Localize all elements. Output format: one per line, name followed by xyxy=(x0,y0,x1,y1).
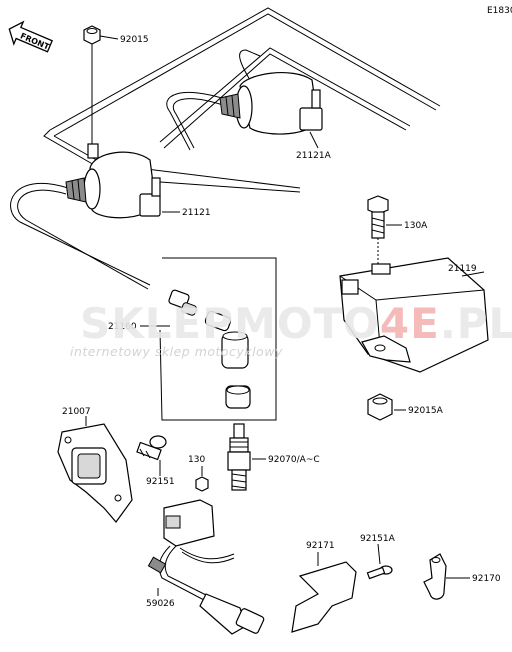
spark-plug-92070: 92070/A~C xyxy=(227,423,320,491)
label-92171: 92171 xyxy=(306,541,335,551)
ignition-coil-21121a: 21121A xyxy=(219,72,332,161)
pickup-59026: 59026 xyxy=(146,499,265,635)
label-130: 130 xyxy=(188,455,205,465)
kit-21160: 21160 xyxy=(108,257,277,421)
ignition-coil-21121: 21121 xyxy=(65,143,211,219)
label-92170: 92170 xyxy=(472,574,501,584)
label-21160: 21160 xyxy=(108,322,137,332)
label-21121a: 21121A xyxy=(296,151,332,161)
rotor-21007: 21007 xyxy=(57,407,133,523)
front-arrow: FRONT xyxy=(8,20,54,53)
clamp-92170: 92170 xyxy=(423,553,501,600)
watermark-text: SKLEPMOTO4E.PL xyxy=(80,299,512,348)
bolt-92151: 92151 xyxy=(136,435,175,487)
label-59026: 59026 xyxy=(146,599,175,609)
nut-92015a: 92015A xyxy=(367,393,444,421)
label-92151: 92151 xyxy=(146,477,175,487)
screw-130: 130 xyxy=(188,455,209,492)
watermark-tagline: internetowy sklep motocyklowy xyxy=(70,344,283,359)
label-130a: 130A xyxy=(404,221,428,231)
diagram-code: E1830 xyxy=(487,6,512,16)
label-21121: 21121 xyxy=(182,208,211,218)
harness-lines xyxy=(10,7,441,290)
label-92070: 92070/A~C xyxy=(268,455,320,465)
label-92015a: 92015A xyxy=(408,406,444,416)
igniter-21119: 21119 xyxy=(339,257,489,373)
label-92151a: 92151A xyxy=(360,534,396,544)
watermark: SKLEPMOTO4E.PL internetowy sklep motocyk… xyxy=(70,299,512,359)
bracket-92171: 92171 xyxy=(291,541,357,633)
screw-92151a: 92151A xyxy=(360,534,396,580)
label-21007: 21007 xyxy=(62,407,91,417)
nut-92015: 92015 xyxy=(83,25,149,146)
label-21119: 21119 xyxy=(448,264,477,274)
label-92015: 92015 xyxy=(120,35,149,45)
